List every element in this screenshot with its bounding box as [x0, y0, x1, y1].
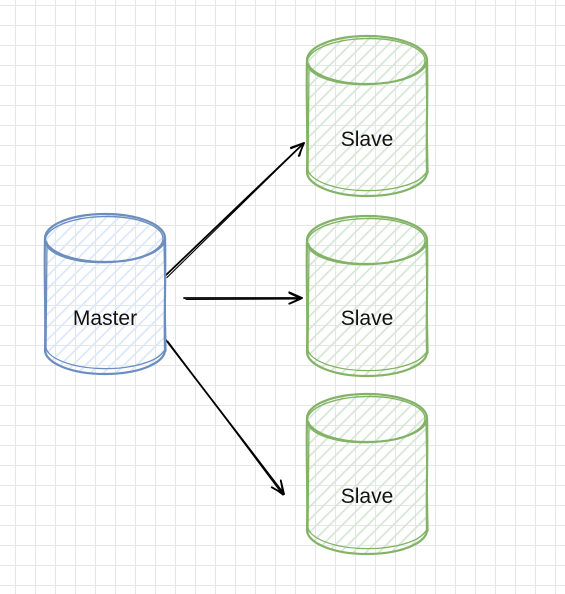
arrow-master-to-slave-2 — [183, 291, 303, 305]
database-cylinder-icon — [305, 214, 429, 378]
slave-database-1[interactable]: Slave — [300, 30, 434, 202]
slave-label-3: Slave — [340, 485, 394, 508]
slave-database-3[interactable]: Slave — [300, 388, 434, 560]
database-cylinder-icon — [43, 212, 167, 376]
arrow-master-to-slave-1 — [164, 142, 305, 279]
slave-database-2[interactable]: Slave — [300, 210, 434, 382]
database-cylinder-icon — [305, 34, 429, 198]
arrow-master-to-slave-3 — [165, 339, 285, 496]
master-database[interactable]: Master — [38, 208, 172, 380]
master-label: Master — [72, 307, 138, 330]
database-cylinder-icon — [305, 392, 429, 556]
slave-label-2: Slave — [340, 307, 394, 330]
slave-label-1: Slave — [340, 128, 394, 151]
